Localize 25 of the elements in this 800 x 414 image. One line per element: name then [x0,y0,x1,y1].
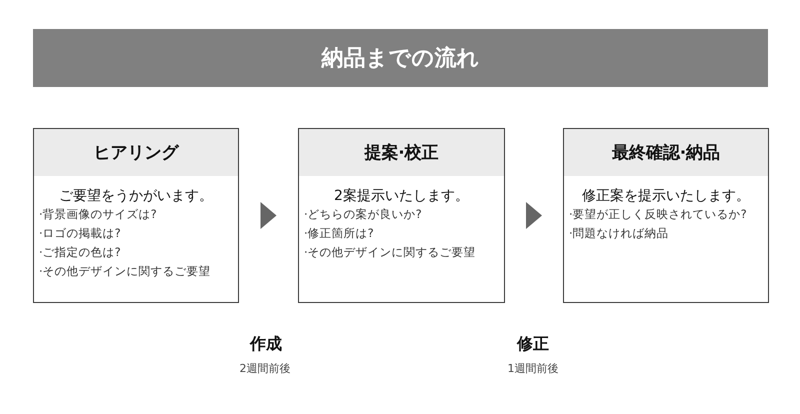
step-card [298,128,505,303]
arrow [526,202,542,229]
step-card [563,128,769,303]
list-item: ·問題なければ納品 [569,226,669,240]
step-label: 修正 [517,334,549,354]
duration-text: 1週間前後 [508,362,558,376]
list-item: ·どちらの案が良いか? [304,207,422,221]
card-header: ヒアリング [34,129,238,176]
lead-text: ご要望をうかがいます。 [59,188,213,205]
lead-text: 修正案を提示いたします。 [582,188,750,205]
list-item: ·その他デザインに関するご要望 [304,245,476,259]
list-item: ·背景画像のサイズは? [39,207,157,221]
step-card [33,128,239,303]
list-item: ·要望が正しく反映されているか? [569,207,747,221]
lead-text: 2案提示いたします。 [334,188,469,205]
step-label: 作成 [250,334,282,354]
card-header: 最終確認·納品 [564,129,768,176]
list-item: ·その他デザインに関するご要望 [39,264,211,278]
duration-text: 2週間前後 [240,362,290,376]
card-header: 提案·校正 [299,129,504,176]
arrow [260,202,276,229]
title-banner: 納品までの流れ [33,29,768,87]
list-item: ·ロゴの掲載は? [39,226,121,240]
list-item: ·ご指定の色は? [39,245,121,259]
list-item: ·修正箇所は? [304,226,374,240]
